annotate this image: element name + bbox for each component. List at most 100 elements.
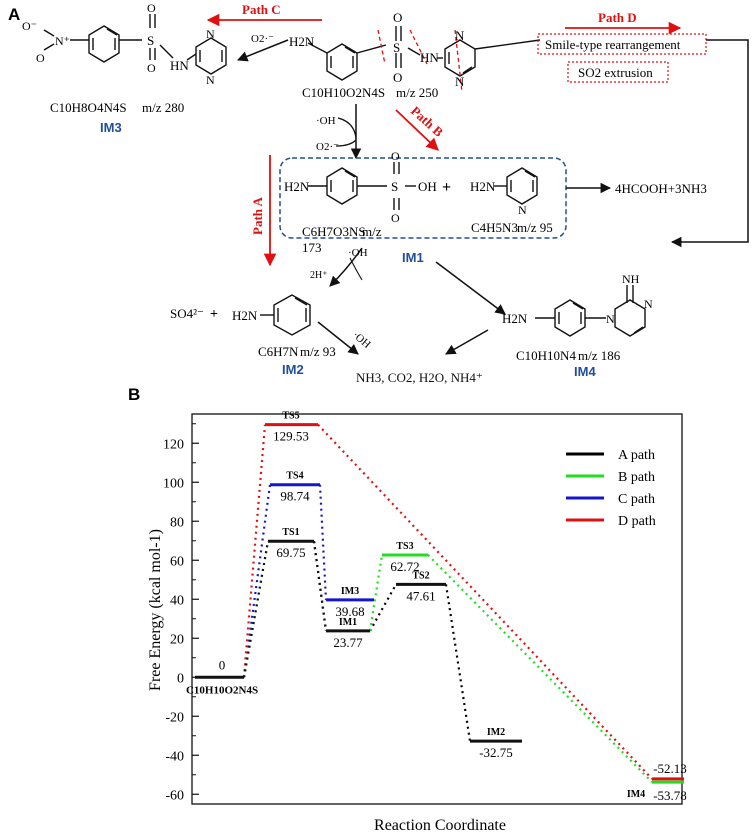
im4-n2: N — [644, 297, 653, 311]
y-tick-label: 100 — [163, 476, 184, 491]
plot-frame — [191, 413, 683, 805]
level-value-ts1: 69.75 — [276, 545, 305, 560]
im1b-formula: C4H5N3 — [471, 220, 518, 235]
level-label-start: 0 — [219, 657, 226, 672]
level-label-im2: IM2 — [487, 727, 505, 738]
parent-o-top: O — [393, 10, 402, 25]
y-tick-label: 80 — [170, 515, 184, 530]
path-d-connector — [670, 39, 749, 248]
im1a-s: S — [391, 179, 398, 194]
im4-nh: NH — [622, 272, 640, 286]
path-d-label: Path D — [598, 10, 637, 25]
im4-formula: C10H10N4 — [516, 348, 576, 360]
oh-label-a: ·OH — [348, 247, 368, 259]
im3-o-minus: O⁻ — [22, 19, 37, 33]
im1b-molecule — [494, 167, 538, 205]
im1a-mz: m/z — [362, 224, 382, 239]
im3-n2: N — [206, 73, 215, 87]
im1-to-im2-arrow — [329, 247, 363, 287]
im4-h2n: H2N — [502, 311, 528, 326]
im1-label: IM1 — [402, 250, 424, 265]
y-tick-label: -20 — [165, 710, 184, 725]
level-value-ts4: 98.74 — [280, 489, 310, 504]
level-label-ts3: TS3 — [396, 541, 413, 552]
parent-o-bottom: O — [393, 70, 402, 85]
legend-label-a: A path — [618, 448, 655, 463]
y-tick-label: 60 — [170, 554, 184, 569]
im1a-o-top: O — [391, 149, 400, 163]
legend-label-b: B path — [618, 470, 655, 485]
y-tick-label: -40 — [165, 749, 184, 764]
im2-to-final-arrow — [317, 321, 359, 355]
path-c-label: Path C — [242, 2, 281, 17]
level-value-ts2: 47.61 — [406, 588, 435, 603]
connector-b — [242, 541, 270, 678]
im3-formula: C10H8O4N4S — [50, 100, 127, 115]
im2-formula: C6H7N — [258, 344, 299, 359]
im1b-n: N — [518, 203, 527, 217]
im4-molecule — [535, 285, 646, 337]
o2-arrow-c — [237, 39, 289, 62]
parent-n1: N — [455, 28, 465, 43]
legend-label-d: D path — [618, 514, 656, 529]
im2-label: IM2 — [282, 362, 304, 377]
im1b-h2n: H2N — [470, 179, 496, 194]
level-label-im3: IM3 — [341, 586, 359, 597]
im3-label: IM3 — [100, 120, 122, 135]
level-value-im2: -32.75 — [479, 745, 513, 760]
level-name-start: C10H10O2N4S — [186, 684, 258, 696]
energy-levels: 0C10H10O2N4STS5129.53TS498.74TS169.75IM3… — [186, 411, 687, 803]
connector-b — [427, 554, 653, 783]
connector-a — [312, 541, 328, 632]
y-axis-title: Free Energy (kcal mol-1) — [147, 529, 164, 691]
im3-molecule — [43, 14, 227, 75]
connector-d — [242, 424, 267, 678]
level-label-ts4: TS4 — [286, 471, 303, 482]
o2-label-c: O2·⁻ — [251, 33, 274, 45]
im4-label: IM4 — [574, 364, 596, 379]
oh-h-curve — [349, 257, 363, 281]
im3-o-bottom: O — [147, 61, 156, 75]
oh-curve — [337, 117, 357, 139]
path-b-arrow — [395, 109, 439, 151]
im3-hn: HN — [170, 58, 189, 73]
im3-n1: N — [206, 27, 215, 41]
im1a-oh: OH — [418, 179, 437, 194]
im1a-h2n: H2N — [284, 179, 310, 194]
panel-b-letter: B — [128, 385, 140, 404]
parent-molecule — [307, 26, 541, 81]
so4-label: SO4²⁻ — [170, 306, 204, 321]
panel-a-letter: A — [8, 5, 20, 24]
im3-s: S — [147, 33, 154, 48]
parent-mz: m/z 250 — [396, 85, 438, 100]
y-tick-label: -60 — [165, 788, 184, 803]
level-label-im1: IM1 — [339, 617, 357, 628]
oh-label-im2: ·OH — [350, 329, 373, 351]
connector-d — [317, 423, 653, 780]
im1-to-im4-arrow — [435, 261, 506, 315]
x-axis-title: Reaction Coordinate — [374, 817, 506, 834]
final-products: NH3, CO2, H2O, NH4⁺ — [356, 370, 483, 385]
so2-box — [567, 61, 669, 83]
connector-c — [318, 484, 328, 600]
im1a-mz-value: 173 — [302, 240, 322, 255]
level-value-im4-b: -53.78 — [653, 788, 687, 803]
im3-o: O — [36, 51, 45, 65]
level-label-ts2: TS2 — [412, 570, 429, 581]
parent-formula: C10H10O2N4S — [302, 85, 385, 100]
connector-c — [242, 484, 272, 678]
h-label-a: 2H⁺ — [310, 270, 328, 281]
plus-sign: + — [442, 179, 451, 196]
parent-hn: HN — [420, 50, 439, 65]
im2-h2n: H2N — [232, 308, 258, 323]
im2-mz: m/z 93 — [300, 344, 336, 359]
im1b-mz: m/z 95 — [517, 220, 553, 235]
o2-curve — [335, 139, 357, 147]
o2-label-top: O2·⁻ — [316, 141, 339, 153]
level-label-ts1: TS1 — [282, 527, 299, 538]
level-value-im1: 23.77 — [333, 635, 363, 650]
im1a-o-bottom: O — [391, 211, 400, 225]
y-tick-label: 0 — [177, 671, 184, 686]
